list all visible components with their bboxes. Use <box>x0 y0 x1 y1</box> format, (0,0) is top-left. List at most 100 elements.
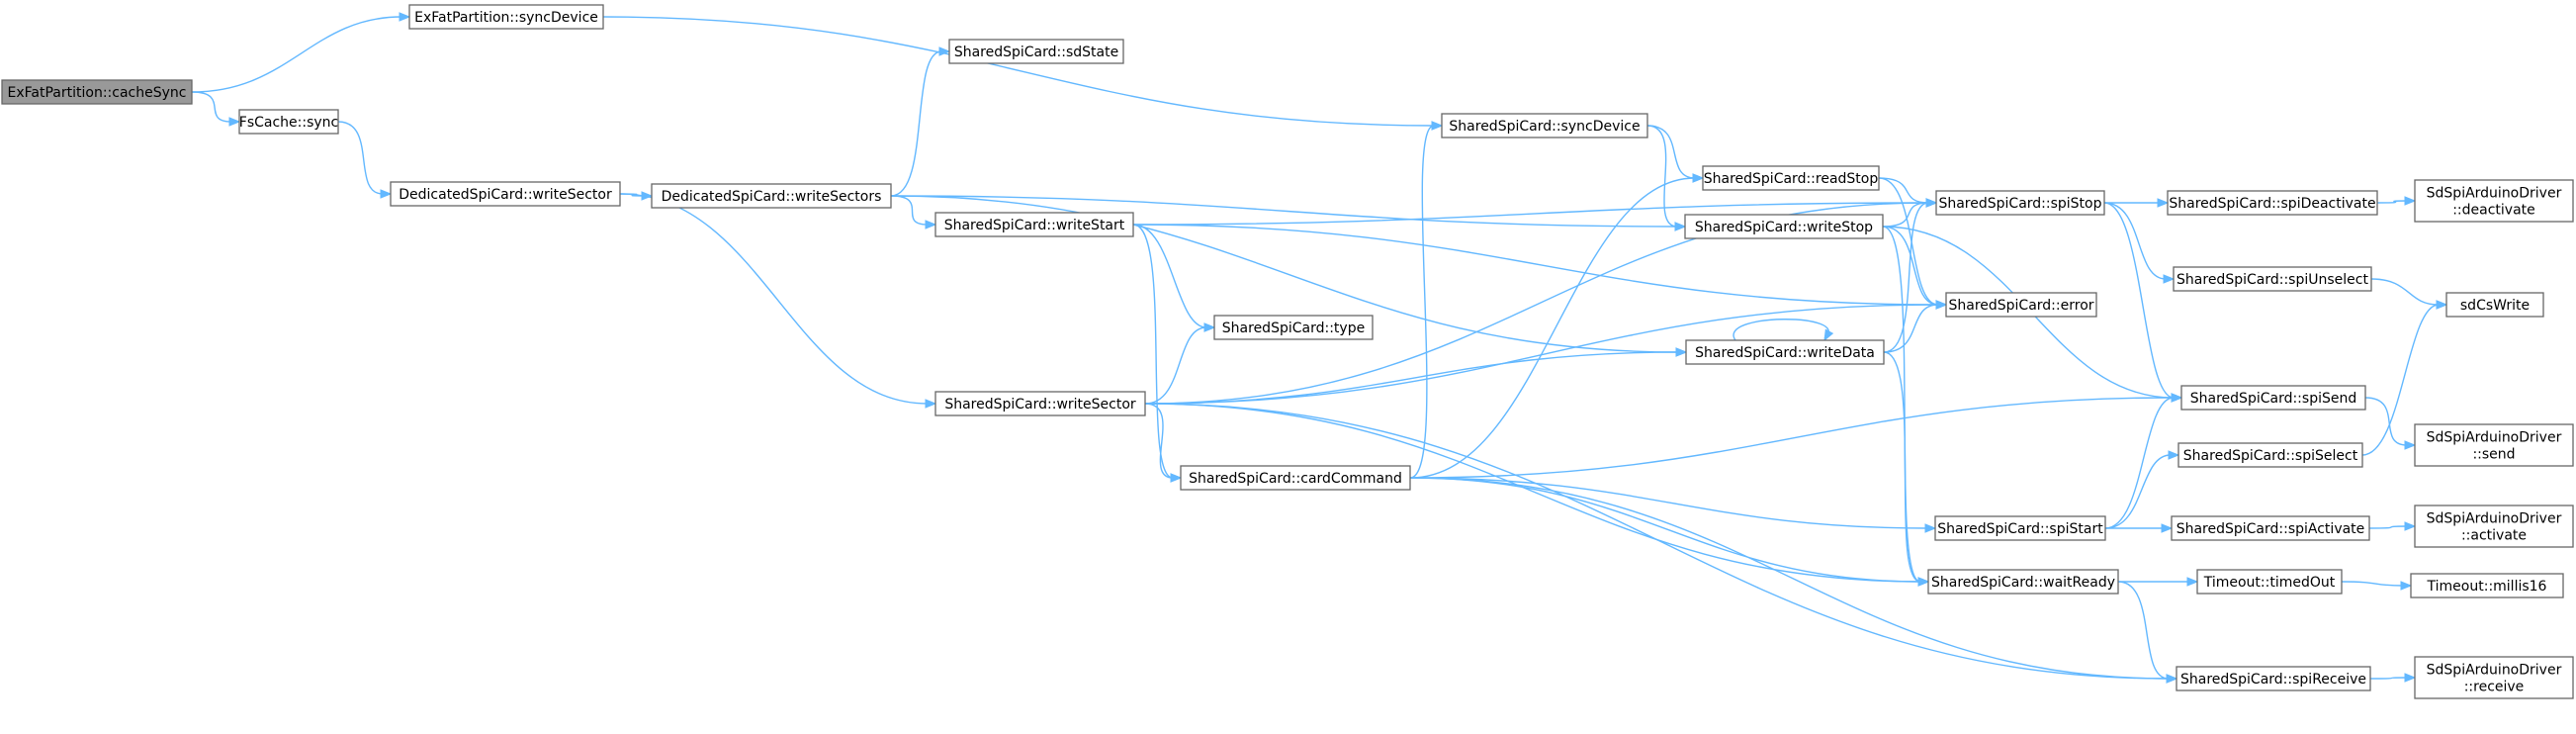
edge-dWriteSectors-to-writeData <box>890 195 1679 353</box>
node-label: SharedSpiCard::writeData <box>1695 345 1875 361</box>
edge-sWriteSector-to-type-arrowhead <box>1203 322 1216 332</box>
node-spiDeactivate[interactable]: SharedSpiCard::spiDeactivate <box>2167 190 2378 216</box>
edge-writeData-to-writeData-arrowhead <box>1823 328 1834 342</box>
node-deactivate[interactable]: SdSpiArduinoDriver::deactivate <box>2414 179 2574 223</box>
node-spiStop[interactable]: SharedSpiCard::spiStop <box>1935 190 2105 216</box>
node-exSyncDevice[interactable]: ExFatPartition::syncDevice <box>408 4 604 30</box>
node-label: SharedSpiCard::spiStart <box>1937 521 2103 537</box>
node-writeStart[interactable]: SharedSpiCard::writeStart <box>934 212 1134 237</box>
node-error[interactable]: SharedSpiCard::error <box>1945 292 2097 318</box>
edge-sWriteSector-to-writeData <box>1144 351 1679 405</box>
node-label: SharedSpiCard::spiSelect <box>2183 448 2358 464</box>
node-receive[interactable]: SdSpiArduinoDriver::receive <box>2414 656 2574 699</box>
node-cardCommand[interactable]: SharedSpiCard::cardCommand <box>1180 465 1411 491</box>
edge-spiUnselect-to-sdCsWrite <box>2370 278 2440 306</box>
node-cacheSync[interactable]: ExFatPartition::cacheSync <box>1 79 193 105</box>
node-label: Timeout::millis16 <box>2427 579 2547 595</box>
node-label: SharedSpiCard::sdState <box>954 45 1118 60</box>
node-box <box>2414 505 2574 548</box>
node-spiReceive[interactable]: SharedSpiCard::spiReceive <box>2176 666 2371 691</box>
edge-sWriteSector-to-cardCommand <box>1144 403 1174 479</box>
node-box <box>2445 292 2544 318</box>
node-label: SdSpiArduinoDriver <box>2427 511 2562 527</box>
node-sWriteSector[interactable]: SharedSpiCard::writeSector <box>934 391 1146 416</box>
node-label: SharedSpiCard::type <box>1222 321 1365 336</box>
node-label: ::receive <box>2464 680 2525 695</box>
node-sSyncDevice[interactable]: SharedSpiCard::syncDevice <box>1441 113 1648 138</box>
node-spiSend[interactable]: SharedSpiCard::spiSend <box>2180 385 2366 411</box>
edge-waitReady-to-spiReceive <box>2117 581 2170 680</box>
node-box <box>2414 423 2574 467</box>
edge-spiStop-to-spiUnselect <box>2103 202 2167 280</box>
node-label: SharedSpiCard::spiUnselect <box>2176 272 2368 288</box>
node-label: SharedSpiCard::readStop <box>1704 171 1879 187</box>
node-box <box>2180 385 2366 411</box>
edge-dWriteSector-to-sWriteSector <box>619 193 929 405</box>
node-dWriteSector[interactable]: DedicatedSpiCard::writeSector <box>390 181 621 207</box>
edge-spiSend-to-send-arrowhead <box>2404 440 2417 450</box>
edge-sWriteSector-to-cardCommand-arrowhead <box>1170 473 1183 483</box>
edge-sWriteSector-to-spiReceive <box>1144 403 2170 680</box>
edge-dWriteSector-to-sWriteSector-arrowhead <box>925 399 937 409</box>
node-type[interactable]: SharedSpiCard::type <box>1213 315 1374 340</box>
edge-spiActivate-to-activate <box>2368 525 2408 529</box>
edge-writeStart-to-error <box>1132 224 1939 306</box>
node-fsSync[interactable]: FsCache::sync <box>238 109 339 135</box>
edge-writeData-to-spiStop <box>1883 202 1929 353</box>
edge-spiStart-to-spiSelect <box>2104 454 2172 529</box>
edge-spiStop-to-spiUnselect-arrowhead <box>2163 274 2176 284</box>
node-waitReady[interactable]: SharedSpiCard::waitReady <box>1927 569 2119 595</box>
edge-waitReady-to-spiReceive-arrowhead <box>2166 674 2178 684</box>
edge-sWriteSector-to-waitReady <box>1144 403 1921 583</box>
node-box <box>1935 190 2105 216</box>
node-label: SharedSpiCard::spiDeactivate <box>2169 196 2375 212</box>
node-label: SharedSpiCard::writeStart <box>944 218 1125 233</box>
node-spiActivate[interactable]: SharedSpiCard::spiActivate <box>2171 515 2370 541</box>
nodes-layer: ExFatPartition::cacheSync ExFatPartition:… <box>1 4 2574 699</box>
node-label: SharedSpiCard::error <box>1948 298 2093 314</box>
edge-spiStart-to-spiSend-arrowhead <box>2171 393 2183 403</box>
edge-spiStart-to-spiSend <box>2104 397 2175 529</box>
edge-cardCommand-to-waitReady <box>1409 477 1921 583</box>
node-label: sdCsWrite <box>2460 298 2530 314</box>
edge-sWriteSector-to-type <box>1144 326 1207 405</box>
node-box <box>934 212 1134 237</box>
edge-sSyncDevice-to-readStop-arrowhead <box>1692 173 1705 183</box>
node-sdCsWrite[interactable]: sdCsWrite <box>2445 292 2544 318</box>
node-box <box>390 181 621 207</box>
node-label: SharedSpiCard::spiSend <box>2190 391 2356 407</box>
node-spiSelect[interactable]: SharedSpiCard::spiSelect <box>2177 442 2363 468</box>
edge-cardCommand-to-spiReceive <box>1409 477 2170 680</box>
node-label: SdSpiArduinoDriver <box>2427 430 2562 446</box>
edge-cacheSync-to-exSyncDevice-arrowhead <box>399 12 411 22</box>
node-box <box>2177 442 2363 468</box>
node-label: FsCache::sync <box>239 115 338 131</box>
node-writeData[interactable]: SharedSpiCard::writeData <box>1685 339 1885 365</box>
node-label: DedicatedSpiCard::writeSector <box>399 187 612 203</box>
node-millis16[interactable]: Timeout::millis16 <box>2410 573 2564 598</box>
edge-cardCommand-to-readStop <box>1409 177 1696 479</box>
node-timedOut[interactable]: Timeout::timedOut <box>2196 569 2343 595</box>
edge-spiReceive-to-receive <box>2369 677 2408 680</box>
node-activate[interactable]: SdSpiArduinoDriver::activate <box>2414 505 2574 548</box>
node-label: ::activate <box>2461 528 2527 544</box>
node-box <box>934 391 1146 416</box>
node-readStop[interactable]: SharedSpiCard::readStop <box>1702 165 1880 191</box>
node-spiUnselect[interactable]: SharedSpiCard::spiUnselect <box>2173 266 2372 292</box>
edge-cardCommand-to-sSyncDevice-arrowhead <box>1431 121 1444 131</box>
node-send[interactable]: SdSpiArduinoDriver::send <box>2414 423 2574 467</box>
edge-writeStart-to-cardCommand <box>1132 224 1174 479</box>
edge-writeData-to-waitReady-arrowhead <box>1917 577 1930 587</box>
edge-sSyncDevice-to-readStop <box>1646 125 1696 179</box>
edge-writeStop-to-error <box>1882 226 1939 306</box>
edge-spiSend-to-send <box>2364 397 2408 446</box>
node-sdState[interactable]: SharedSpiCard::sdState <box>948 39 1124 64</box>
node-box <box>1 79 193 105</box>
node-box <box>408 4 604 30</box>
node-writeStop[interactable]: SharedSpiCard::writeStop <box>1684 214 1884 239</box>
node-dWriteSectors[interactable]: DedicatedSpiCard::writeSectors <box>651 183 892 209</box>
node-box <box>1945 292 2097 318</box>
edge-spiReceive-to-receive-arrowhead <box>2404 673 2417 683</box>
node-label: SharedSpiCard::spiStop <box>1938 196 2101 212</box>
node-spiStart[interactable]: SharedSpiCard::spiStart <box>1934 515 2106 541</box>
